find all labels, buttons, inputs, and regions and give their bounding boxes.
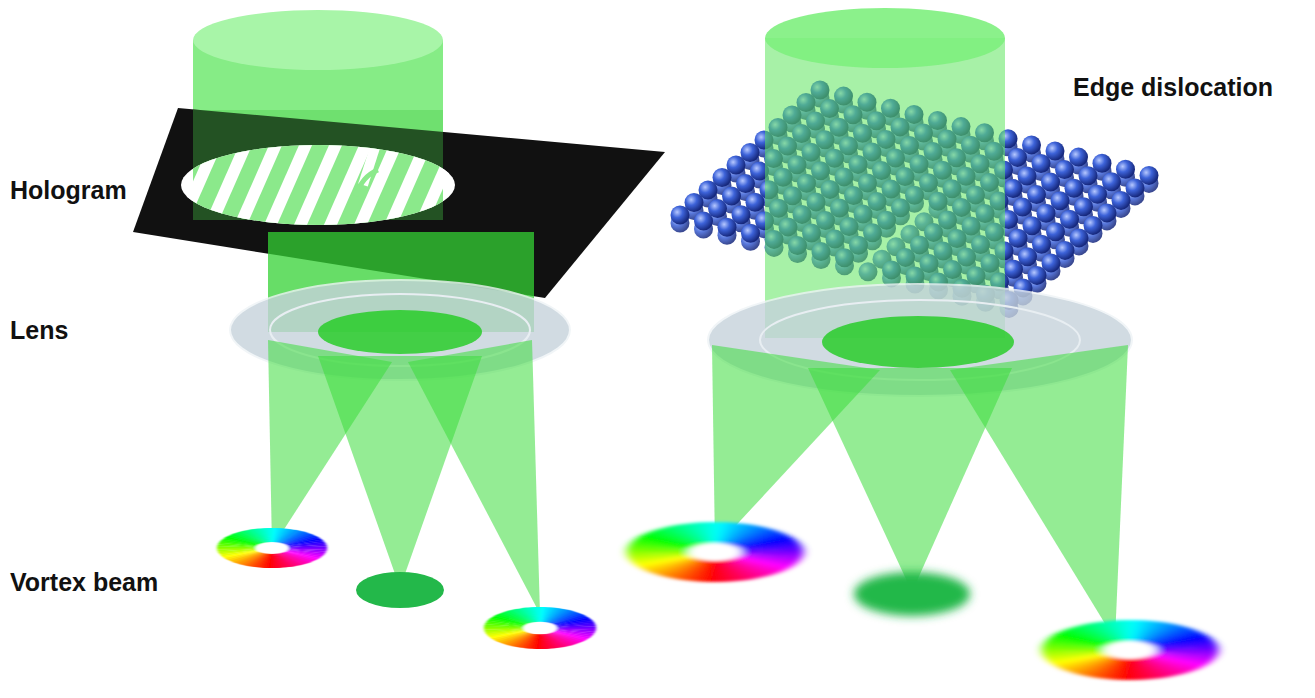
vortex-core	[256, 542, 289, 554]
lens-focus-spot	[822, 316, 1014, 368]
phase-segment	[1149, 645, 1218, 650]
vortex-core	[1104, 641, 1157, 659]
vortex-beam-spot	[484, 607, 596, 649]
phase-segment	[535, 607, 541, 623]
phase-segment	[1122, 620, 1131, 643]
grating-stripe	[506, 135, 550, 235]
atom	[718, 218, 737, 237]
grating-stripe	[476, 135, 520, 235]
lens-focus-spot	[318, 310, 482, 354]
phase-segment	[1042, 650, 1111, 655]
atom	[694, 212, 713, 231]
fork-junction	[356, 170, 378, 196]
grating-stripe	[536, 135, 580, 235]
phase-segment	[707, 522, 716, 545]
grating-stripe	[356, 135, 400, 235]
beam-cone	[408, 340, 540, 614]
phase-segment	[284, 545, 327, 548]
beam-top	[193, 10, 443, 70]
phase-segment	[734, 547, 803, 552]
part-label: Lens	[10, 315, 68, 345]
gaussian-spot	[854, 572, 970, 616]
beam-top	[765, 8, 1005, 68]
gaussian-spot	[356, 572, 444, 608]
grating-stripe	[176, 135, 220, 235]
grating-stripe	[206, 135, 250, 235]
vortex-beam-spot	[1042, 620, 1218, 680]
phase-segment	[217, 548, 260, 551]
phase-segment	[484, 628, 528, 631]
phase-segment	[267, 528, 273, 544]
grating-stripe	[386, 135, 430, 235]
beam-cone	[950, 345, 1128, 640]
vortex-beam-spot	[217, 528, 327, 568]
phase-segment	[627, 552, 696, 557]
hologram-panel	[56, 10, 665, 614]
grating-stripes	[56, 135, 580, 235]
atom	[671, 206, 690, 225]
fork-grating	[56, 135, 580, 235]
dislocation-panel	[671, 8, 1159, 640]
part-label: Edge dislocation	[1073, 72, 1273, 102]
grating-stripe	[446, 135, 490, 235]
atom	[741, 224, 760, 243]
vortex-core	[689, 543, 742, 561]
vortex-spots	[217, 522, 1218, 680]
vortex-beam-spot	[627, 522, 803, 582]
part-label: Vortex beam	[10, 567, 158, 597]
vortex-core	[523, 622, 557, 635]
phase-segment	[552, 624, 596, 627]
grating-stripe	[416, 135, 460, 235]
grating-stripe	[146, 135, 190, 235]
part-label: Hologram	[10, 175, 127, 205]
